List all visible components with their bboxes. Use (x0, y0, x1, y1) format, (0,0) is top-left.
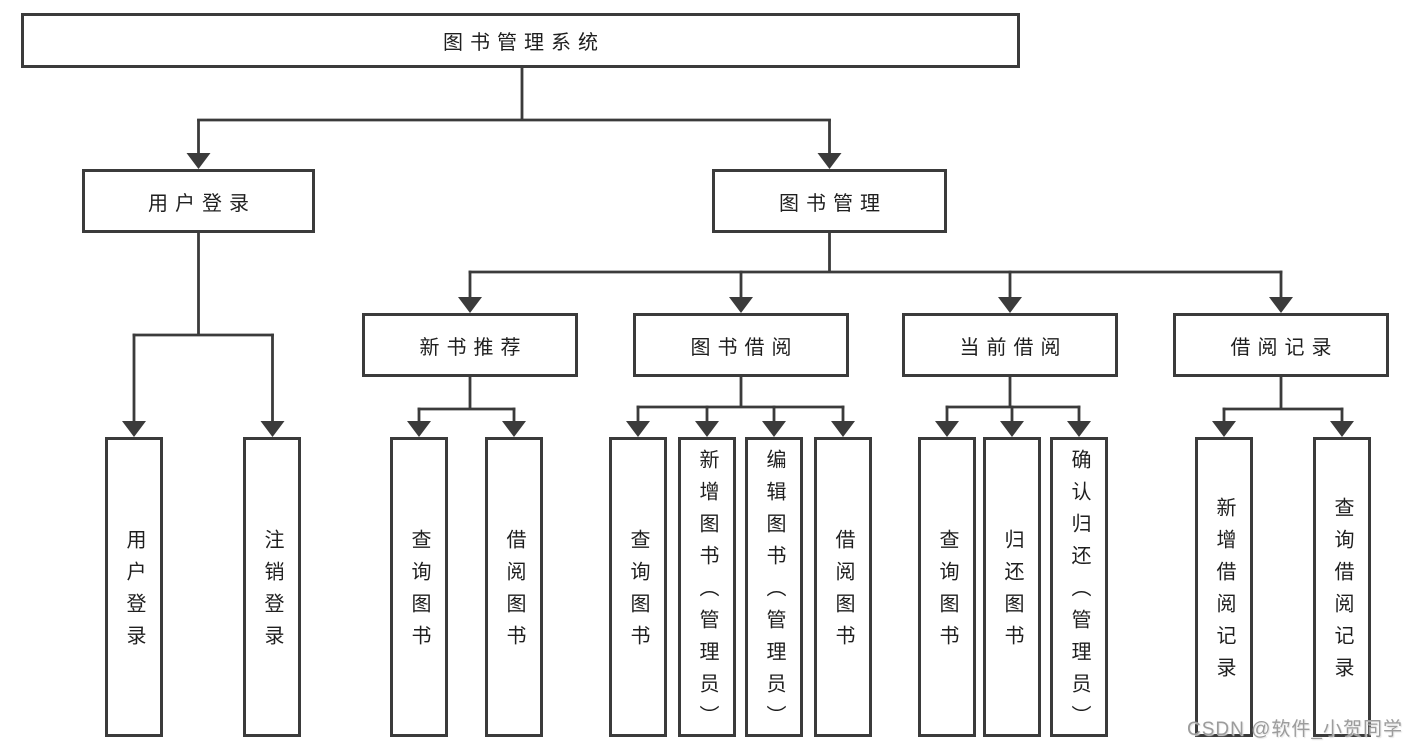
node-label: 用户登录 (123, 529, 145, 657)
leaf-current-query-book: 查询图书 (918, 437, 976, 737)
node-root: 图书管理系统 (21, 13, 1020, 68)
node-label: 图书管理系统 (443, 32, 605, 54)
node-label: 当前借阅 (959, 336, 1068, 359)
node-label: 查询借阅记录 (1331, 497, 1353, 689)
node-label: 图书借阅 (690, 336, 799, 359)
leaf-borrow-add-book-admin: 新增图书（管理员） (678, 437, 736, 737)
leaf-user-login: 用户登录 (105, 437, 163, 737)
node-label: 归还图书 (1001, 529, 1023, 657)
node-book-management: 图书管理 (712, 169, 947, 233)
leaf-current-confirm-return-admin: 确认归还（管理员） (1050, 437, 1108, 737)
leaf-records-add-record: 新增借阅记录 (1195, 437, 1253, 737)
node-label: 借阅图书 (832, 529, 854, 657)
node-new-book-recommend: 新书推荐 (362, 313, 578, 377)
leaf-recommend-query-book: 查询图书 (390, 437, 448, 737)
watermark: CSDN @软件_小贺同学 (1187, 719, 1403, 740)
leaf-borrow-borrow-book: 借阅图书 (814, 437, 872, 737)
node-label: 查询图书 (936, 529, 958, 657)
node-label: 新书推荐 (419, 336, 528, 359)
leaf-borrow-edit-book-admin: 编辑图书（管理员） (745, 437, 803, 737)
node-label: 借阅图书 (503, 529, 525, 657)
node-label: 借阅记录 (1230, 336, 1339, 359)
node-book-borrow: 图书借阅 (633, 313, 849, 377)
leaf-logout: 注销登录 (243, 437, 301, 737)
node-label: 查询图书 (627, 529, 649, 657)
leaf-records-query-record: 查询借阅记录 (1313, 437, 1371, 737)
node-label: 确认归还（管理员） (1068, 449, 1090, 737)
node-label: 注销登录 (261, 529, 283, 657)
node-label: 新增图书（管理员） (696, 449, 718, 737)
node-borrow-records: 借阅记录 (1173, 313, 1389, 377)
node-label: 图书管理 (779, 192, 887, 215)
leaf-borrow-query-book: 查询图书 (609, 437, 667, 737)
node-label: 编辑图书（管理员） (763, 449, 785, 737)
leaf-recommend-borrow-book: 借阅图书 (485, 437, 543, 737)
node-label: 新增借阅记录 (1213, 497, 1235, 689)
node-user-login: 用户登录 (82, 169, 315, 233)
leaf-current-return-book: 归还图书 (983, 437, 1041, 737)
node-current-borrow: 当前借阅 (902, 313, 1118, 377)
node-label: 用户登录 (148, 192, 256, 215)
node-label: 查询图书 (408, 529, 430, 657)
